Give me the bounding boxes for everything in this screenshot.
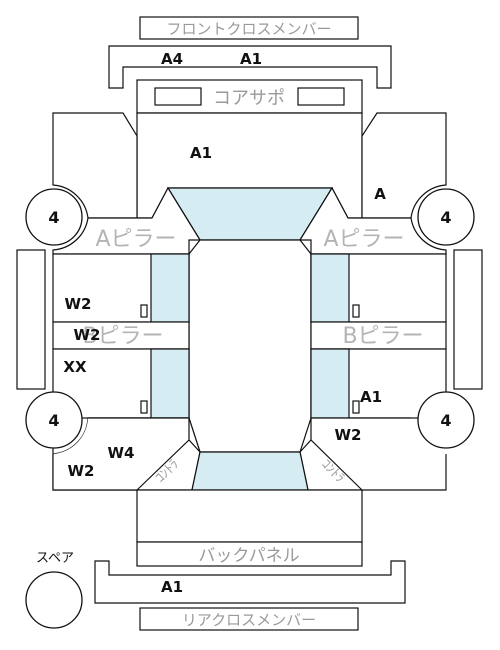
b-pillar-left-code: W2 [74,326,101,344]
front-right-fender-code: A [374,185,386,203]
rear-member-code-a1: A1 [161,578,183,596]
trunk-lid[interactable] [136,489,363,543]
front-member-code-a1: A1 [240,50,262,68]
right-front-door-handle[interactable] [352,304,360,318]
left-side-step[interactable] [16,249,46,390]
rear-cross-member-label-box [139,607,359,631]
right-side-step[interactable] [453,249,483,390]
front-bumper[interactable] [108,45,392,89]
right-quarter-code-w2: W2 [335,426,362,444]
right-rear-door-glass[interactable] [310,348,350,419]
left-quarter-outline [52,417,190,491]
right-rear-door-code: A1 [360,388,382,406]
wheel-rear-left-value: 4 [48,411,59,430]
wheel-front-right-value: 4 [440,208,451,227]
front-member-code-a4: A4 [161,50,183,68]
core-support-label: コアサポ [213,88,285,109]
spare-tire[interactable] [25,571,83,629]
left-quarter-code-w2: W2 [68,462,95,480]
left-front-door-handle[interactable] [140,304,148,318]
front-cross-member-label-box [139,16,359,40]
left-rear-door-code: XX [63,358,87,376]
spare-label: スペア [36,551,74,566]
wheel-rear-right-value: 4 [440,411,451,430]
rear-cross-member-label: リアクロスメンバー [182,611,316,629]
wheel-front-right[interactable] [417,188,475,246]
front-cross-member-label: フロントクロスメンバー [166,20,331,38]
left-rear-door-handle[interactable] [140,400,148,414]
b-pillar-right-label: Bピラー [342,324,423,349]
wheel-front-left[interactable] [25,188,83,246]
right-rear-door-handle[interactable] [352,400,360,414]
right-quarter-outline [310,417,447,491]
rear-window[interactable] [191,451,309,491]
right-quarter-panel-fill [311,418,446,490]
back-panel[interactable] [136,541,363,567]
left-front-door-code: W2 [65,295,92,313]
back-panel-label: バックパネル [198,546,299,566]
wheel-rear-right[interactable] [417,391,475,449]
left-front-door-glass[interactable] [150,253,190,323]
a-pillar-right[interactable] [298,186,447,255]
b-pillar-right[interactable] [310,321,447,350]
wheel-front-left-value: 4 [48,208,59,227]
right-headlight[interactable] [297,87,345,106]
a-pillar-right-label: Aピラー [323,227,404,252]
a-pillar-left[interactable] [52,186,202,255]
left-rear-door-glass[interactable] [150,348,190,419]
left-headlight[interactable] [154,87,202,106]
hood-code-a1: A1 [190,144,212,162]
right-front-door-glass[interactable] [310,253,350,323]
a-pillar-left-label: Aピラー [95,227,176,252]
b-pillar-left-label: Bピラー [82,324,163,349]
rear-bumper[interactable] [94,560,406,604]
roof-panel[interactable] [188,239,312,453]
wheel-rear-left[interactable] [25,391,83,449]
left-quarter-code-w4: W4 [108,444,135,462]
b-pillar-left[interactable] [52,321,190,350]
